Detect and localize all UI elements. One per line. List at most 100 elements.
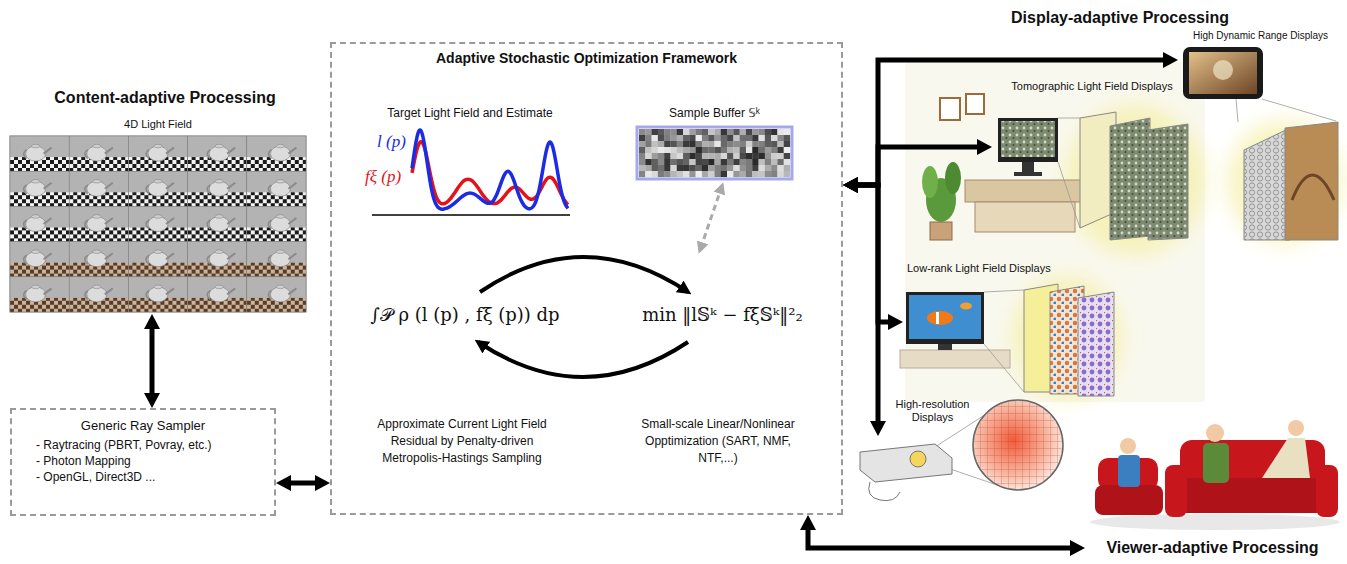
light-field-grid	[69, 136, 128, 171]
light-field-grid	[44, 288, 52, 294]
tomographic-display-figure	[1148, 124, 1188, 240]
light-field-plot	[412, 130, 568, 209]
sample-buffer-image	[765, 165, 771, 171]
sample-buffer-image	[670, 153, 676, 159]
light-field-grid	[215, 215, 223, 219]
sample-buffer-image	[727, 129, 733, 135]
projector-figure	[860, 400, 1063, 501]
viewers-figure	[1288, 420, 1304, 436]
label-slot: Display-adaptive Processing	[1000, 8, 1240, 27]
light-field-grid	[166, 288, 174, 294]
sample-buffer-image	[746, 135, 752, 141]
sample-buffer-image	[759, 153, 765, 159]
light-field-grid	[146, 290, 149, 299]
sample-buffer-image	[645, 129, 651, 135]
sample-buffer-image	[746, 165, 752, 171]
sample-buffer-image	[689, 147, 695, 153]
light-field-grid	[85, 255, 88, 264]
light-field-grid	[247, 171, 306, 206]
sample-buffer-image	[639, 159, 645, 165]
sample-buffer-image	[664, 159, 670, 165]
light-field-panel: 4D Light Field	[10, 118, 306, 314]
light-field-grid	[247, 242, 306, 277]
sample-buffer-image	[664, 165, 670, 171]
sample-buffer-image	[721, 159, 727, 165]
sample-buffer-image	[715, 129, 721, 135]
light-field-grid	[148, 287, 168, 302]
light-field-grid	[128, 171, 187, 206]
sample-buffer-image	[658, 165, 664, 171]
light-field-grid	[128, 277, 187, 312]
sample-buffer-image	[645, 165, 651, 171]
sample-buffer-image	[715, 165, 721, 171]
light-field-grid	[247, 206, 306, 241]
sample-buffer-image	[759, 147, 765, 153]
sample-buffer-image	[733, 147, 739, 153]
light-field-grid	[69, 242, 128, 277]
light-field-grid	[209, 181, 229, 196]
sample-buffer-image	[771, 135, 777, 141]
low-rank-display-figure	[984, 344, 1024, 392]
sample-buffer-image	[683, 171, 689, 177]
light-field-grid	[10, 277, 69, 312]
sample-buffer-image	[740, 135, 746, 141]
sample-buffer-image	[658, 153, 664, 159]
node-heading: Viewer-adaptive Processing	[1085, 538, 1340, 557]
light-field-grid	[188, 277, 247, 312]
light-field-grid	[188, 171, 247, 206]
light-field-grid	[24, 290, 27, 299]
sample-buffer-image	[777, 171, 783, 177]
light-field-grid	[247, 171, 306, 206]
sample-buffer-image	[721, 171, 727, 177]
light-field-plot	[372, 130, 570, 215]
cycle-arrows	[478, 342, 688, 377]
sample-buffer-image	[683, 135, 689, 141]
sample-buffer-image	[702, 135, 708, 141]
sample-buffer-image	[765, 159, 771, 165]
light-field-grid	[288, 183, 296, 189]
viewers-figure	[1262, 438, 1310, 478]
sample-buffer-image	[771, 129, 777, 135]
light-field-grid	[188, 206, 247, 241]
sample-buffer-image	[639, 153, 645, 159]
step-caption: Small-scale Linear/Nonlinear Opptimizati…	[628, 416, 808, 466]
tomographic-display-figure	[975, 202, 1075, 232]
light-field-grid	[166, 253, 174, 259]
sample-buffer-image	[696, 141, 702, 147]
light-field-grid	[32, 285, 40, 289]
sample-buffer-image	[639, 165, 645, 171]
light-field-grid	[166, 183, 174, 189]
light-field-grid	[270, 146, 290, 161]
light-field-grid	[128, 277, 187, 312]
sample-buffer-image	[746, 153, 752, 159]
sample-buffer-image	[702, 171, 708, 177]
sample-buffer-image	[639, 135, 645, 141]
light-field-grid	[188, 242, 247, 277]
light-field-grid	[209, 252, 229, 267]
sample-buffer-image	[771, 141, 777, 147]
viewers-figure	[1165, 465, 1187, 517]
sample-buffer-image	[702, 165, 708, 171]
hdr-display-figure	[1236, 99, 1238, 122]
light-field-grid	[32, 180, 40, 184]
light-field-grid	[69, 171, 128, 206]
display-figure: High-resolution Displays	[855, 436, 1065, 494]
light-field-grid	[227, 148, 235, 154]
sample-buffer-image	[727, 171, 733, 177]
light-field-grid	[207, 185, 210, 194]
light-field-grid	[146, 255, 149, 264]
light-field-grid	[10, 136, 69, 171]
sample-buffer-image	[740, 159, 746, 165]
light-field-grid	[93, 285, 101, 289]
sample-buffer-image	[721, 141, 727, 147]
hdr-display-figure	[1213, 60, 1233, 80]
sample-buffer-image	[759, 165, 765, 171]
light-field-grid	[270, 252, 290, 267]
sample-buffer-image	[752, 129, 758, 135]
light-field-grid	[10, 136, 306, 312]
light-field-grid	[154, 285, 162, 289]
light-field-grid	[227, 253, 235, 259]
light-field-grid	[227, 183, 235, 189]
formula: min ‖l𝕊ᵏ − fξ𝕊ᵏ‖²₂	[610, 304, 835, 326]
light-field-grid	[69, 277, 128, 312]
